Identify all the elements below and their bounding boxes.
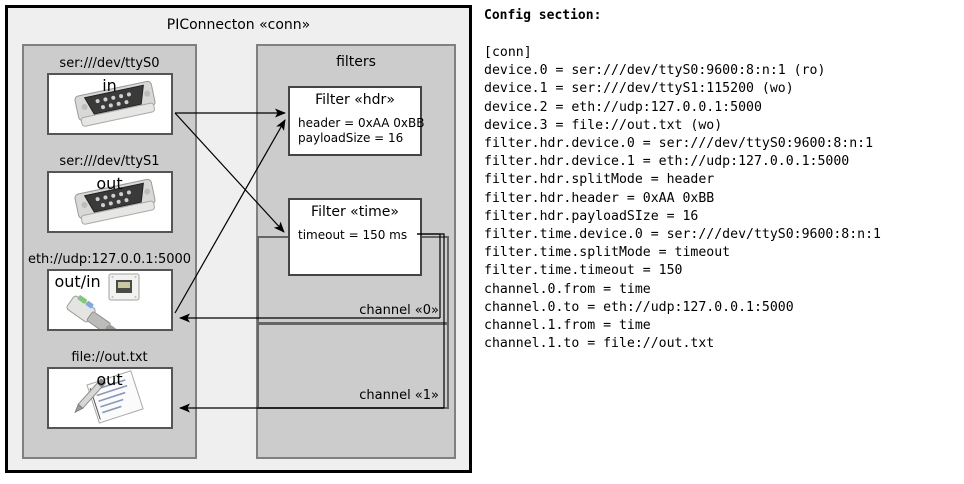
devices-panel: ser:///dev/ttyS0 in	[22, 44, 197, 459]
device-label: file://out.txt	[71, 350, 148, 365]
channel-label: channel «0»	[359, 303, 439, 318]
connector-diagram: PIConnecton «conn» ser:///dev/ttyS0 in	[5, 5, 472, 473]
device-group-file[interactable]: file://out.txt out	[24, 350, 195, 429]
config-line: device.0 = ser:///dev/ttyS0:9600:8:n:1 (…	[484, 63, 826, 79]
config-line: filter.time.timeout = 150	[484, 263, 683, 279]
serial-port-icon	[49, 75, 171, 133]
filters-panel-title: filters	[336, 54, 376, 70]
config-lines: [conn] device.0 = ser:///dev/ttyS0:9600:8…	[484, 44, 881, 353]
device-box[interactable]: in	[46, 73, 173, 135]
device-box[interactable]: out/in	[46, 269, 173, 331]
device-label: ser:///dev/ttyS1	[59, 154, 160, 169]
config-line: channel.0.to = eth://udp:127.0.0.1:5000	[484, 299, 794, 315]
config-line: filter.hdr.device.1 = eth://udp:127.0.0.…	[484, 154, 850, 170]
config-line: device.2 = eth://udp:127.0.0.1:5000	[484, 99, 762, 115]
config-line: channel.1.to = file://out.txt	[484, 336, 715, 352]
channel-box-1[interactable]: channel «1»	[257, 323, 449, 409]
config-line: filter.hdr.header = 0xAA 0xBB	[484, 190, 715, 206]
config-line: device.3 = file://out.txt (wo)	[484, 117, 723, 133]
filter-box-hdr[interactable]: Filter «hdr» header = 0xAA 0xBB payloadS…	[288, 86, 425, 156]
filter-attributes: timeout = 150 ms	[290, 228, 420, 243]
filter-attr: payloadSize = 16	[298, 131, 404, 145]
config-line: channel.0.from = time	[484, 281, 651, 297]
filter-box-time[interactable]: Filter «time» timeout = 150 ms	[288, 198, 422, 276]
config-line: filter.time.splitMode = timeout	[484, 245, 731, 261]
filter-attr: timeout = 150 ms	[298, 228, 408, 242]
filter-attr: header = 0xAA 0xBB	[298, 116, 425, 130]
config-heading: Config section:	[484, 8, 602, 23]
config-line: filter.hdr.splitMode = header	[484, 172, 715, 188]
config-line: device.1 = ser:///dev/ttyS1:115200 (wo)	[484, 81, 794, 97]
ethernet-plug-icon	[49, 271, 171, 329]
filters-panel: filters Filter «hdr» header = 0xAA 0xBB …	[256, 44, 456, 459]
filter-attributes: header = 0xAA 0xBB payloadSize = 16	[290, 116, 425, 146]
text-file-icon	[49, 369, 171, 427]
channel-label: channel «1»	[359, 388, 439, 403]
device-label: eth://udp:127.0.0.1:5000	[27, 252, 192, 267]
device-group-ttys0[interactable]: ser:///dev/ttyS0 in	[24, 56, 195, 135]
config-line: filter.hdr.device.0 = ser:///dev/ttyS0:9…	[484, 136, 874, 152]
config-line: channel.1.from = time	[484, 318, 651, 334]
config-line: filter.hdr.payloadSIze = 16	[484, 208, 699, 224]
device-box[interactable]: out	[46, 367, 173, 429]
device-box[interactable]: out	[46, 171, 173, 233]
diagram-title: PIConnecton «conn»	[166, 17, 311, 33]
config-pane: Config section: [conn] device.0 = ser:///…	[482, 0, 962, 484]
serial-port-icon	[49, 173, 171, 231]
device-label: ser:///dev/ttyS0	[59, 56, 160, 71]
config-line: [conn]	[484, 45, 532, 60]
device-group-eth[interactable]: eth://udp:127.0.0.1:5000 out/in	[24, 252, 195, 331]
filter-title: Filter «hdr»	[315, 92, 395, 108]
device-group-ttys1[interactable]: ser:///dev/ttyS1 out	[24, 154, 195, 233]
config-line: filter.time.device.0 = ser:///dev/ttyS0:…	[484, 227, 881, 243]
filter-title: Filter «time»	[311, 204, 399, 220]
